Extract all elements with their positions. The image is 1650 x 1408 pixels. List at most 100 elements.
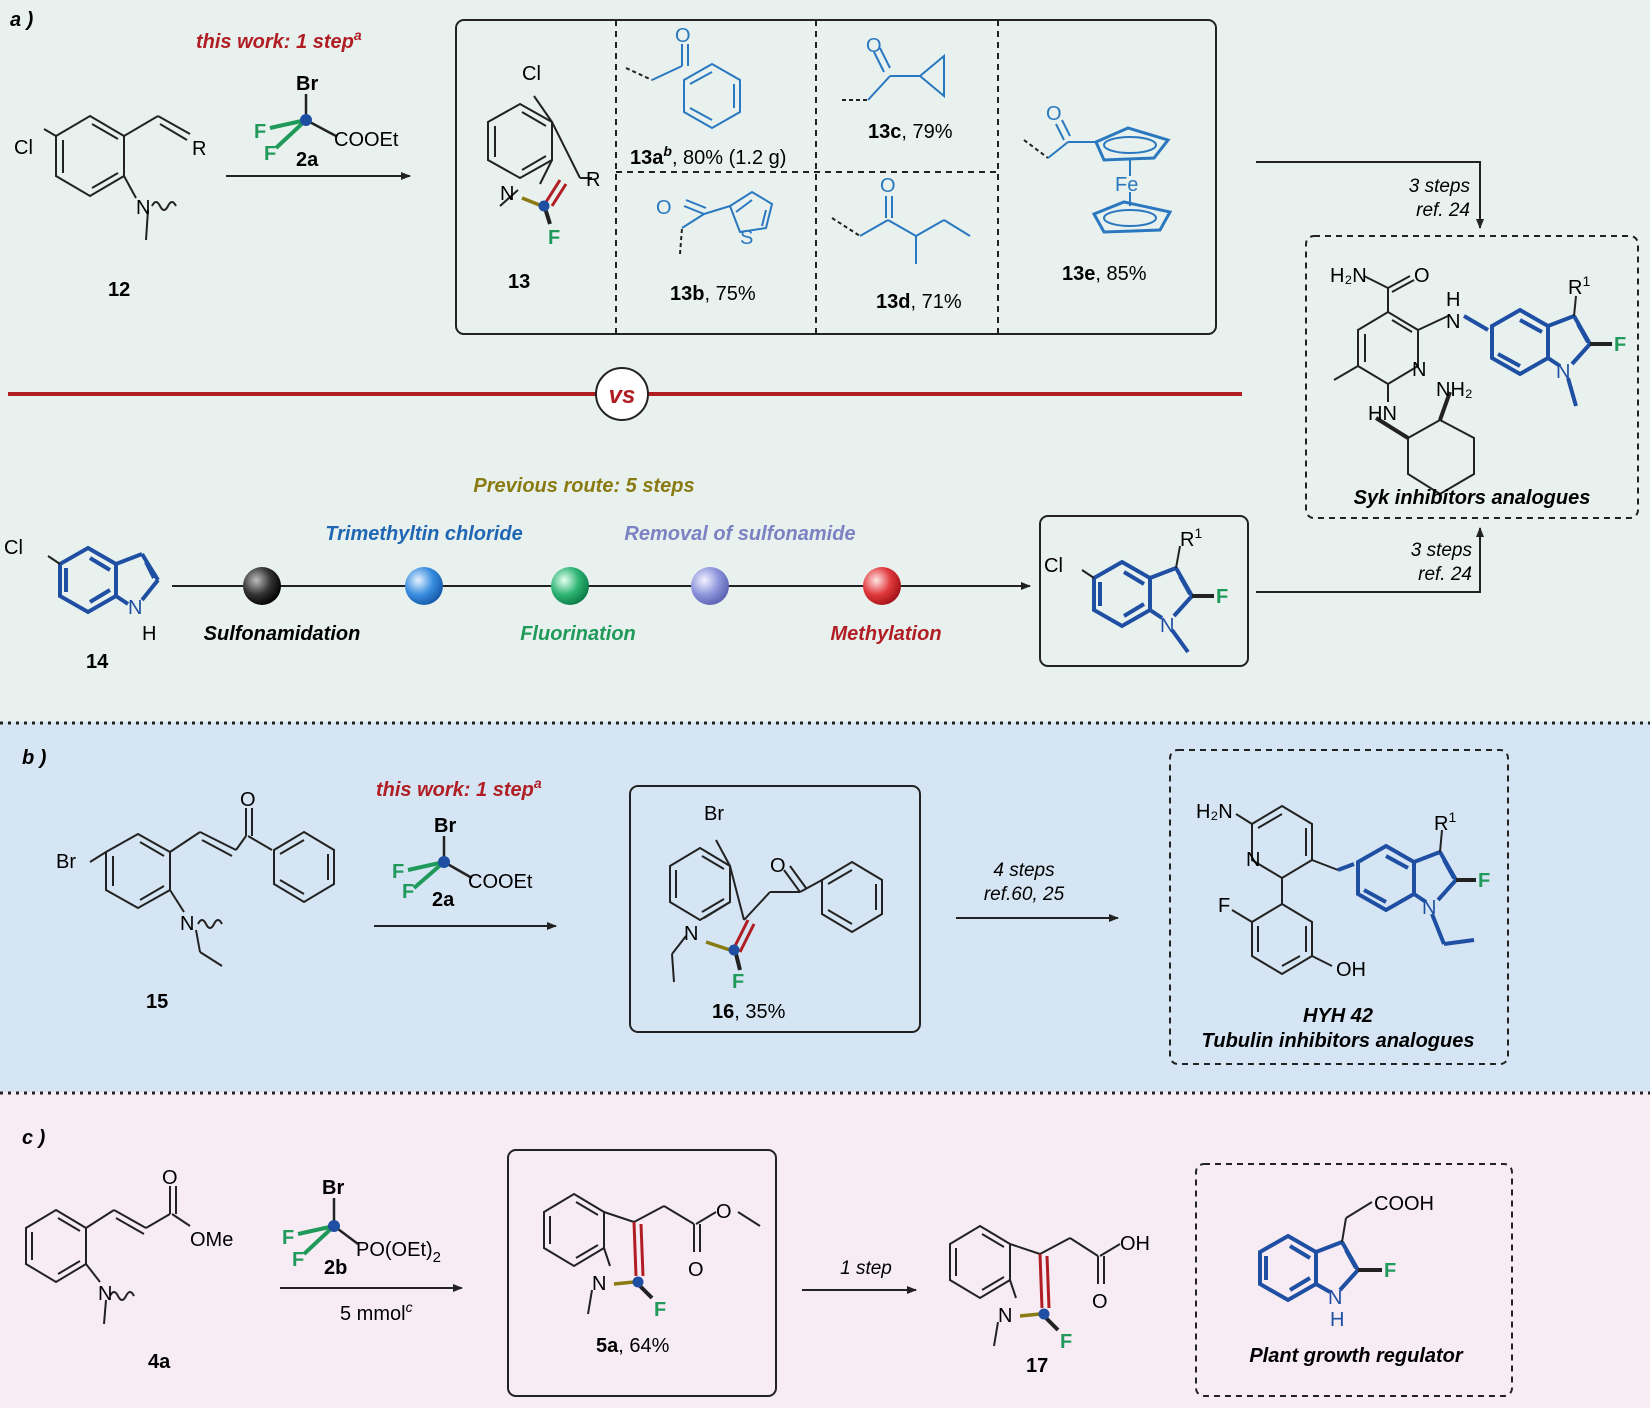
br-label-16: Br — [704, 803, 724, 825]
cl-label-14: Cl — [4, 537, 23, 559]
steps-top-line2: ref. 24 — [1416, 200, 1470, 221]
f-bond-16 — [734, 953, 742, 971]
compound-13 — [487, 95, 592, 207]
yield-13c: 13c, 79% — [868, 121, 953, 143]
fe-label-13e: Fe — [1115, 174, 1138, 196]
red-bond-16-a — [732, 919, 750, 949]
f-label-2a-b-1: F — [392, 861, 404, 883]
substituent-13d — [831, 196, 971, 264]
compound-4a — [25, 1186, 191, 1325]
pgr-n: N — [1328, 1287, 1342, 1309]
ester-label-2a-a: COOEt — [334, 129, 399, 151]
one-step-label: 1 step — [840, 1258, 892, 1279]
compound-code-12: 12 — [108, 279, 130, 301]
vs-circle — [595, 367, 649, 421]
hyh-oh: OH — [1336, 959, 1366, 981]
hyh-f-phenyl: F — [1218, 895, 1230, 917]
scale-label-2b: 5 mmolc — [340, 1299, 413, 1325]
compound-code-14: 14 — [86, 651, 109, 673]
red-bond-5a-a — [632, 1221, 638, 1277]
step-label-methylation: Methylation — [830, 623, 941, 645]
step-sphere-trimethyltin — [405, 567, 443, 605]
syk-nh-n: N — [1446, 311, 1460, 333]
s-label-13b: S — [740, 227, 753, 249]
o-label-15: O — [240, 789, 256, 811]
n-label-4a: N — [98, 1283, 112, 1305]
compound-code-17: 17 — [1026, 1355, 1048, 1377]
product-16-box — [629, 785, 921, 1033]
br-label-15: Br — [56, 851, 76, 873]
step-sphere-sulfonamidation — [243, 567, 281, 605]
intermediate-box — [1039, 515, 1249, 667]
pgr-cooh: COOH — [1374, 1193, 1434, 1215]
inter-f: F — [1216, 586, 1228, 608]
r-label-13: R — [586, 169, 600, 191]
cl-label-12: Cl — [14, 137, 33, 159]
br-label-2a-a: Br — [296, 73, 318, 95]
o-label-13c: O — [866, 35, 882, 57]
h-label-14: H — [142, 623, 156, 645]
o-label-13a: O — [675, 25, 691, 47]
red-bond-13-b — [550, 183, 568, 207]
carbon-dot-5a — [632, 1276, 644, 1288]
reagent-2a-b — [407, 836, 473, 890]
n-label-15: N — [180, 913, 194, 935]
compound-code-13: 13 — [508, 271, 530, 293]
ome-label-4a: OMe — [190, 1229, 233, 1251]
o-label-13d: O — [880, 175, 896, 197]
f-label-17: F — [1060, 1331, 1072, 1353]
f-label-2a-a-1: F — [254, 121, 266, 143]
syk-structure — [1333, 275, 1475, 496]
br-label-2b: Br — [322, 1177, 344, 1199]
pgr-caption: Plant growth regulator — [1249, 1345, 1464, 1367]
yield-16: 16, 35% — [712, 1001, 786, 1023]
syk-box — [1305, 235, 1639, 519]
red-bond-13 — [544, 179, 562, 203]
cl-label-13: Cl — [522, 63, 541, 85]
n-label-17: N — [998, 1305, 1012, 1327]
o-label-4a: O — [162, 1167, 178, 1189]
hyh-indole — [1337, 829, 1475, 946]
o-label-17: O — [1092, 1291, 1108, 1313]
vs-label: vs — [609, 382, 636, 409]
compound-12 — [43, 114, 191, 241]
steps-bottom-line2: ref. 24 — [1418, 564, 1472, 585]
step-label-fluorination: Fluorination — [520, 623, 636, 645]
syk-indole — [1462, 295, 1592, 407]
red-bond-5a-b — [639, 1223, 645, 1277]
f-label-16: F — [732, 971, 744, 993]
step-sphere-removal — [691, 567, 729, 605]
steps-bottom-line1: 3 steps — [1411, 540, 1473, 561]
syk-ring-n: N — [1412, 359, 1426, 381]
step-label-trimethyltin: Trimethyltin chloride — [325, 523, 522, 545]
arrow-grid-to-syk — [1256, 161, 1484, 229]
compound-5a — [543, 1192, 761, 1315]
substituent-13e — [1023, 119, 1173, 234]
f-label-13: F — [548, 227, 560, 249]
substituent-13c — [842, 47, 945, 101]
syk-h2n: H₂N — [1330, 265, 1367, 287]
olive-bond-17 — [1019, 1312, 1041, 1318]
yield-13e: 13e, 85% — [1062, 263, 1147, 285]
reagent-code-2a-a: 2a — [296, 149, 319, 171]
yield-13d: 13d, 71% — [876, 291, 962, 313]
n-label-16: N — [684, 923, 698, 945]
four-steps-line1: 4 steps — [993, 860, 1055, 881]
pgr-f: F — [1384, 1260, 1396, 1282]
n-label-14: N — [128, 597, 142, 619]
yield-13b: 13b, 75% — [670, 283, 756, 305]
ester-label-2a-b: COOEt — [468, 871, 533, 893]
o-label-5a-2: O — [688, 1259, 704, 1281]
pgr-box — [1195, 1163, 1513, 1397]
panel-b-label: b ) — [22, 747, 47, 769]
n-label-13: N — [500, 183, 514, 205]
carbon-dot-17 — [1038, 1308, 1050, 1320]
olive-bond-5a — [613, 1280, 635, 1286]
reagent-code-2b: 2b — [324, 1257, 347, 1279]
compound-15 — [89, 808, 335, 967]
compound-code-4a: 4a — [148, 1351, 171, 1373]
o-label-13b: O — [656, 197, 672, 219]
r-label-12: R — [192, 138, 206, 160]
panel-c-background — [0, 1092, 1650, 1408]
